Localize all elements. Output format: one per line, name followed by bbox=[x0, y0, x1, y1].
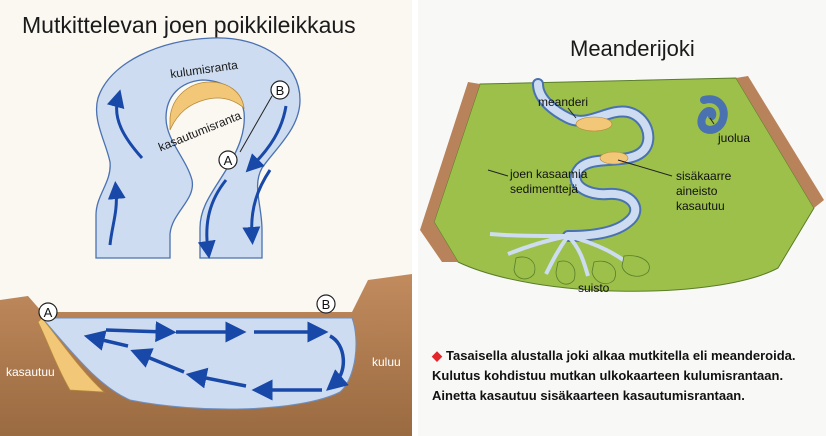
svg-text:A: A bbox=[44, 305, 53, 320]
label-inner-1: sisäkaarre bbox=[676, 169, 732, 183]
svg-text:B: B bbox=[322, 297, 331, 312]
cross-section-panel: Mutkittelevan joen poikkileikkaus bbox=[0, 0, 412, 436]
svg-text:B: B bbox=[276, 83, 285, 98]
svg-text:A: A bbox=[224, 153, 233, 168]
inner-bend-deposit-1 bbox=[576, 117, 612, 131]
meander-river-panel: Meanderijoki bbox=[418, 0, 826, 436]
label-kuluu: kuluu bbox=[372, 355, 401, 369]
bullet-icon: ◆ bbox=[432, 348, 442, 363]
label-suisto: suisto bbox=[578, 281, 610, 295]
label-sediment-2: sedimenttejä bbox=[510, 182, 578, 196]
label-meanderi: meanderi bbox=[538, 95, 588, 109]
label-kasautuu: kasautuu bbox=[6, 365, 55, 379]
meander-caption: ◆Tasaisella alustalla joki alkaa mutkite… bbox=[432, 346, 824, 406]
label-juolua: juolua bbox=[717, 131, 750, 145]
cross-section-diagram: kulumisranta kasautumisranta B A A B kas… bbox=[0, 0, 412, 436]
label-sediment-1: joen kasaamia bbox=[509, 167, 588, 181]
label-inner-2: aineisto bbox=[676, 184, 718, 198]
delta-island-1 bbox=[514, 257, 535, 279]
label-inner-3: kasautuu bbox=[676, 199, 725, 213]
cross-section-view bbox=[0, 274, 412, 436]
